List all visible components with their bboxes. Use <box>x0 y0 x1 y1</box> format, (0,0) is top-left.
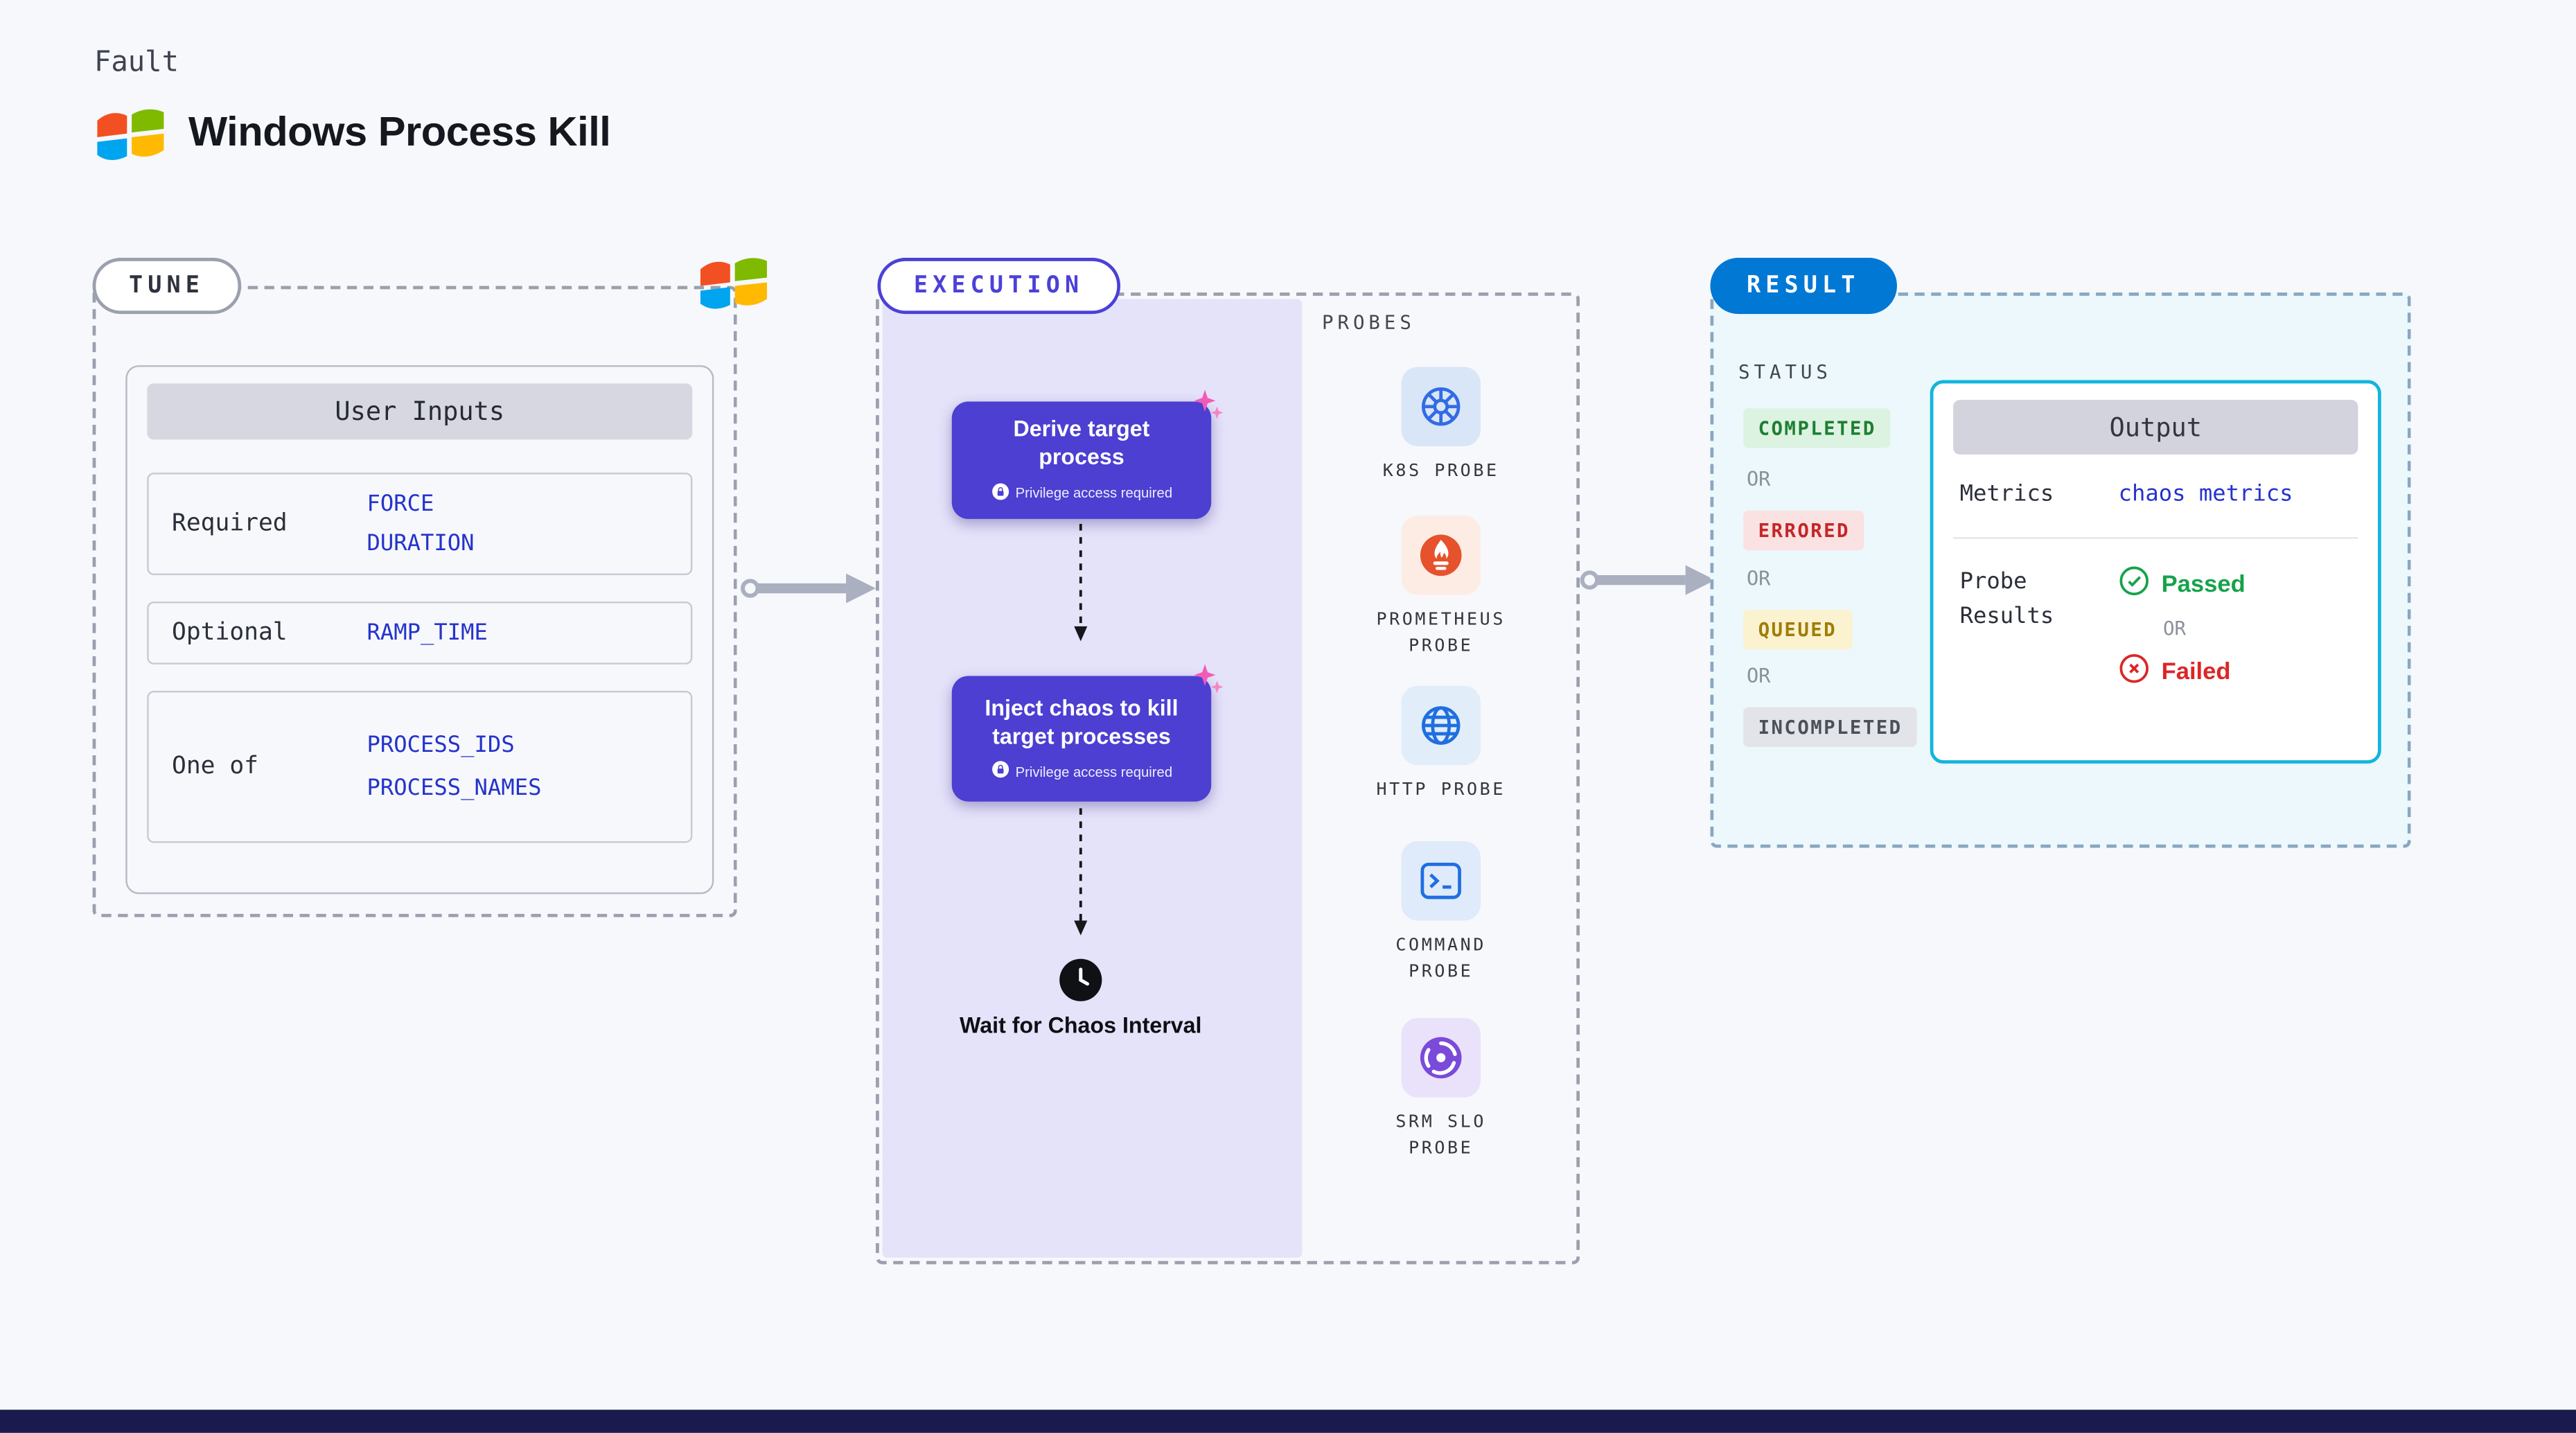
sparkle-icon <box>1190 387 1226 423</box>
chaos-metrics-link[interactable]: chaos metrics <box>2118 481 2293 508</box>
status-badge-errored: ERRORED <box>1743 510 1865 551</box>
probe-label: COMMAND PROBE <box>1395 935 1487 983</box>
check-circle-icon <box>2119 565 2150 604</box>
footer-bar <box>0 1409 2576 1433</box>
x-circle-icon <box>2119 653 2150 692</box>
status-or-separator: OR <box>1746 664 1771 688</box>
input-row-one-of: One of PROCESS_IDS PROCESS_NAMES <box>147 690 693 843</box>
failed-label: Failed <box>2161 659 2231 686</box>
status-badge-incompleted: INCOMPLETED <box>1743 707 1918 748</box>
status-column-label: STATUS <box>1738 360 1832 384</box>
input-row-label: Optional <box>172 619 288 647</box>
step-title: Inject chaos to kill target processes <box>985 695 1179 748</box>
probe-command: COMMAND PROBE <box>1342 841 1540 986</box>
sparkle-icon <box>1190 661 1226 697</box>
execution-section-box <box>876 292 1580 1265</box>
probe-http: HTTP PROBE <box>1342 685 1540 804</box>
status-badge-queued: QUEUED <box>1743 610 1852 650</box>
input-value: DURATION <box>367 530 475 557</box>
windows-logo-tune <box>696 248 772 324</box>
tune-section-box <box>92 285 737 917</box>
tune-section-pill: TUNE <box>92 258 241 315</box>
lock-icon <box>991 482 1009 504</box>
probe-results-row: Probe Results Passed OR <box>1953 539 2358 698</box>
page-title: Windows Process Kill <box>188 109 611 156</box>
status-badge-completed: COMPLETED <box>1743 408 1891 448</box>
http-probe-icon <box>1401 685 1481 766</box>
output-or-separator: OR <box>2162 617 2187 640</box>
dashed-arrow-down <box>1070 808 1091 944</box>
probe-label: K8S PROBE <box>1382 461 1499 482</box>
status-or-separator: OR <box>1746 567 1771 590</box>
metrics-row: Metrics chaos metrics <box>1953 455 2358 540</box>
input-value: FORCE <box>367 491 434 518</box>
input-row-label: One of <box>172 753 258 780</box>
command-probe-icon <box>1401 841 1481 921</box>
clock-icon <box>1057 957 1104 1003</box>
k8s-probe-icon <box>1401 367 1481 446</box>
probe-results-label: Probe Results <box>1959 569 2054 629</box>
input-value: RAMP_TIME <box>367 619 488 647</box>
probe-srm-slo: SRM SLO PROBE <box>1342 1018 1540 1163</box>
user-inputs-table: User Inputs Required FORCE DURATION Opti… <box>125 365 714 895</box>
srm-slo-probe-icon <box>1401 1018 1481 1098</box>
step-badge-label: Privilege access required <box>1015 484 1173 502</box>
step-badge-label: Privilege access required <box>1015 763 1173 780</box>
status-or-separator: OR <box>1746 467 1771 491</box>
probe-label: PROMETHEUS PROBE <box>1376 610 1506 657</box>
execution-section-pill: EXECUTION <box>877 258 1120 315</box>
probe-k8s: K8S PROBE <box>1342 367 1540 484</box>
input-row-optional: Optional RAMP_TIME <box>147 601 693 665</box>
probe-label: SRM SLO PROBE <box>1395 1112 1487 1159</box>
step-inject-chaos: Inject chaos to kill target processes Pr… <box>951 664 1224 802</box>
result-section-pill: RESULT <box>1710 258 1896 315</box>
probe-label: HTTP PROBE <box>1376 780 1506 800</box>
input-value: PROCESS_IDS <box>367 732 515 759</box>
probe-prometheus: PROMETHEUS PROBE <box>1342 516 1540 660</box>
input-row-label: Required <box>172 510 288 538</box>
user-inputs-header: User Inputs <box>147 383 693 440</box>
passed-label: Passed <box>2161 571 2246 598</box>
windows-logo <box>93 99 169 175</box>
wait-for-chaos-interval-label: Wait for Chaos Interval <box>960 1013 1202 1038</box>
probes-column-label: PROBES <box>1322 310 1415 334</box>
fault-label: Fault <box>94 46 179 80</box>
input-value: PROCESS_NAMES <box>367 775 542 802</box>
flow-arrow-execution-to-result <box>1580 561 1718 607</box>
flow-arrow-tune-to-execution <box>740 568 879 615</box>
lock-icon <box>991 761 1009 782</box>
input-row-required: Required FORCE DURATION <box>147 473 693 575</box>
output-box: Output Metrics chaos metrics Probe Resul… <box>1930 380 2381 764</box>
step-derive-target-process: Derive target process Privilege access r… <box>951 389 1224 519</box>
dashed-arrow-down <box>1070 524 1091 649</box>
output-header: Output <box>1953 400 2358 455</box>
metrics-label: Metrics <box>1959 481 2054 508</box>
step-title: Derive target process <box>1013 416 1150 470</box>
prometheus-probe-icon <box>1401 516 1481 595</box>
